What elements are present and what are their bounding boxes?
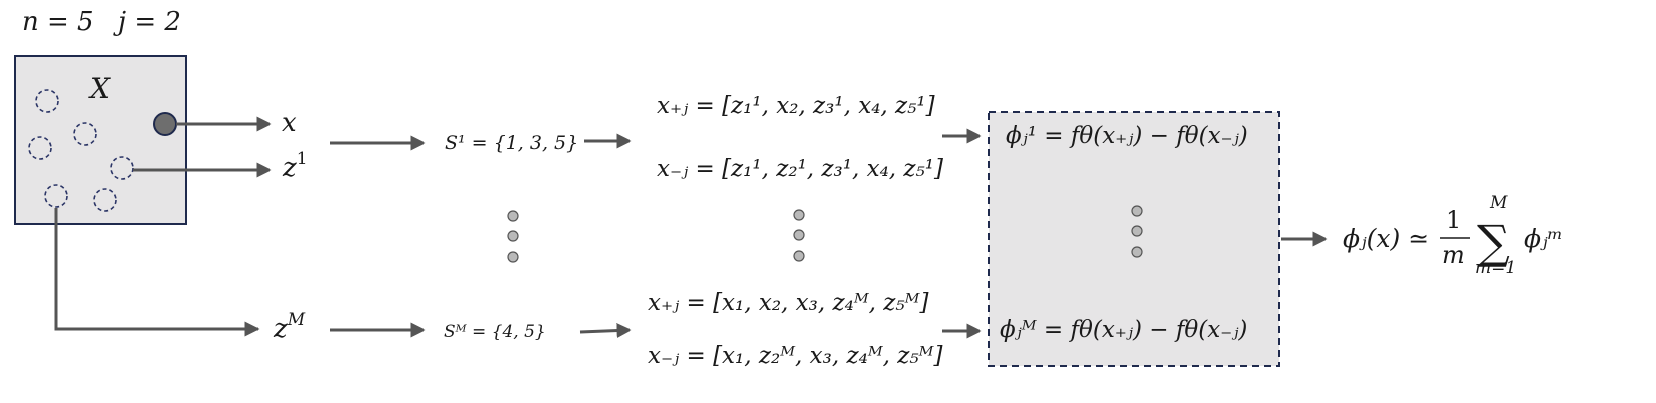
result-sum-symbol: ∑ <box>1477 215 1510 269</box>
result-term: ϕⱼᵐ <box>1524 224 1563 253</box>
sample-circle <box>110 156 134 180</box>
contribution-phiM: ϕⱼᴹ = fθ(x₊ⱼ) − fθ(x₋ⱼ) <box>1000 317 1247 343</box>
arrow-zM <box>54 208 260 337</box>
arrow-to-hybrids-bottom <box>579 323 632 339</box>
sample-circle <box>73 122 97 146</box>
hybrid-bottom-minus: x₋ⱼ = [x₁, z₂ᴹ, x₃, z₄ᴹ, z₅ᴹ] <box>648 343 942 369</box>
result-frac-num: 1 <box>1446 206 1461 234</box>
sample-circles <box>28 89 134 212</box>
contribution-box <box>988 111 1280 367</box>
feature-box-label: X <box>88 72 111 105</box>
input-zM-sup: M <box>287 310 306 330</box>
sample-circle <box>93 188 117 212</box>
param-j: j = 2 <box>113 7 181 37</box>
input-x-label: x <box>282 108 297 138</box>
ellipsis-dots-subsets <box>507 210 519 263</box>
input-zM-base: z <box>273 314 288 344</box>
hybrid-top-minus: x₋ⱼ = [z₁¹, z₂¹, z₃¹, x₄, z₅¹] <box>657 156 943 182</box>
selected-instance-dot <box>153 112 177 136</box>
hybrid-top-plus: x₊ⱼ = [z₁¹, x₂, z₃¹, x₄, z₅¹] <box>657 93 935 119</box>
result-sum-top: M <box>1489 193 1508 213</box>
feature-box <box>14 55 187 225</box>
ellipsis-dots-hybrids <box>793 209 805 262</box>
result-sum-bottom: m=1 <box>1475 258 1516 278</box>
result-frac-den: m <box>1442 241 1465 269</box>
sample-circle <box>44 184 68 208</box>
input-z1-base: z <box>282 153 297 183</box>
sample-circle <box>35 89 59 113</box>
input-zM-label: zM <box>273 310 306 344</box>
param-n: n = 5 <box>22 7 94 37</box>
result-lhs: ϕⱼ(x) ≃ <box>1343 224 1429 253</box>
input-z1-sup: 1 <box>297 149 308 169</box>
input-z1-label: z1 <box>282 149 308 183</box>
ellipsis-dots-contributions <box>1131 205 1143 258</box>
subset-sM: Sᴹ = {4, 5} <box>444 322 546 342</box>
subset-s1: S¹ = {1, 3, 5} <box>445 132 578 154</box>
contribution-phi1: ϕⱼ¹ = fθ(x₊ⱼ) − fθ(x₋ⱼ) <box>1006 123 1248 149</box>
hybrid-bottom-plus: x₊ⱼ = [x₁, x₂, x₃, z₄ᴹ, z₅ᴹ] <box>648 290 928 316</box>
sample-circle <box>28 136 52 160</box>
